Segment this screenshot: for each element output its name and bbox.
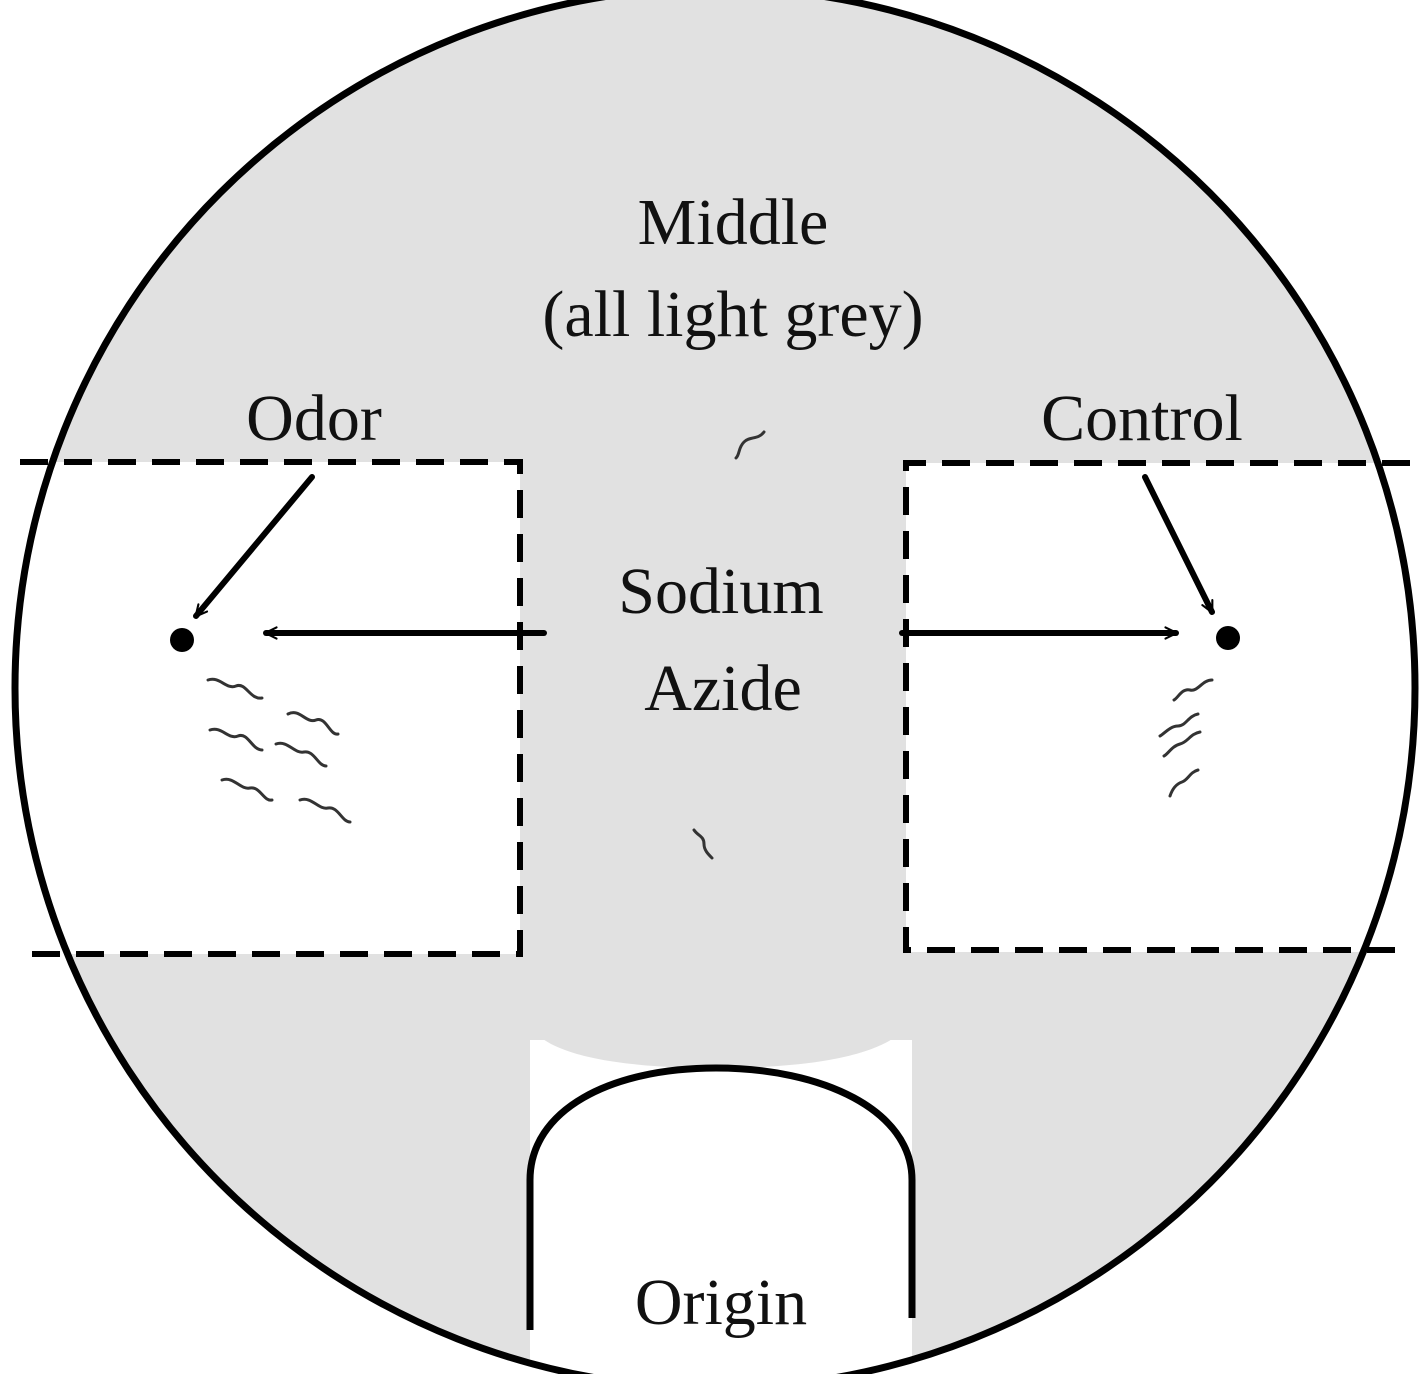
- origin-reset-grey: [520, 960, 920, 1040]
- control-label: Control: [1041, 382, 1243, 455]
- odor-zone-border: [20, 459, 523, 957]
- arena-outline: [11, 0, 1419, 1379]
- worm-icon: [208, 727, 264, 752]
- worm-icon: [1168, 768, 1200, 798]
- worm-icon: [286, 711, 340, 736]
- worm-icon: [734, 430, 766, 460]
- worm-icon: [1162, 730, 1202, 758]
- zone-borders: [20, 459, 1410, 957]
- worm-icon: [692, 828, 714, 860]
- worm-icon: [206, 677, 264, 700]
- worm-icon: [298, 797, 352, 824]
- control-zone-border: [903, 460, 1410, 953]
- origin-label: Origin: [635, 1266, 807, 1339]
- arena-fill: [15, 0, 1415, 1379]
- worm-icon: [274, 741, 328, 768]
- middle-label: Middle: [638, 186, 829, 259]
- odor-zone: [15, 462, 520, 954]
- odor-label-arrow: [193, 474, 315, 619]
- origin-dome-correct: [530, 1068, 912, 1379]
- control-spot-icon: [1216, 626, 1240, 650]
- worm-icon: [1172, 678, 1214, 702]
- odor-label: Odor: [246, 382, 382, 455]
- sodium-azide-label-2: Azide: [644, 652, 802, 725]
- worm-icon: [1158, 712, 1200, 738]
- middle-note-label: (all light grey): [542, 278, 923, 351]
- control-label-arrow: [1142, 474, 1215, 615]
- worm-icon: [220, 777, 274, 802]
- worms: [206, 430, 1214, 860]
- sodium-azide-label-1: Sodium: [618, 555, 823, 628]
- origin-dome-outline: [526, 1064, 916, 1330]
- control-zone: [906, 463, 1415, 952]
- odor-spot-icon: [170, 628, 194, 652]
- arrows: [193, 474, 1215, 640]
